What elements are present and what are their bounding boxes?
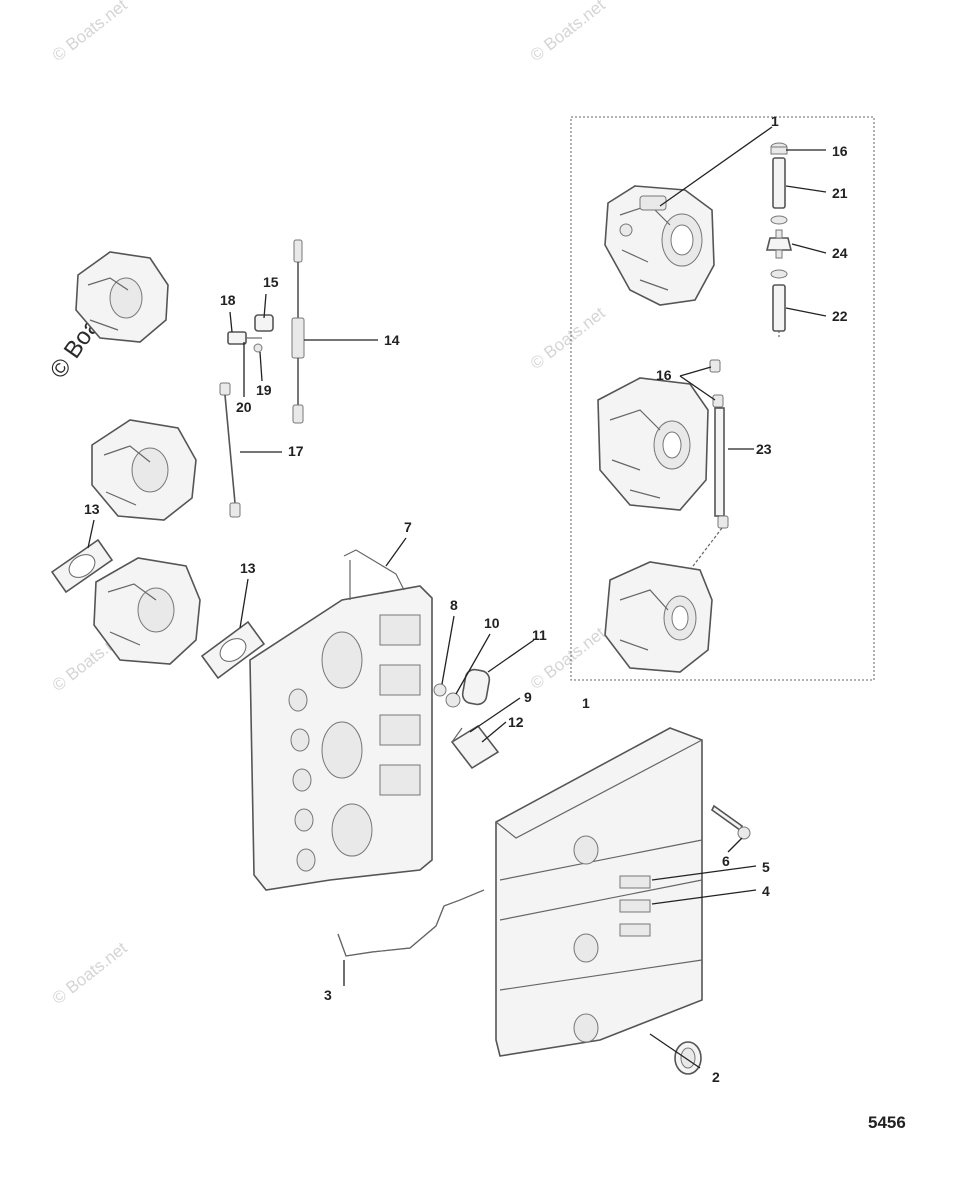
kit-outline-box xyxy=(570,116,875,681)
callout-15: 15 xyxy=(263,274,279,290)
watermark-1: © Boats.net xyxy=(49,0,131,65)
callout-1-bottom: 1 xyxy=(582,695,590,711)
callout-3: 3 xyxy=(324,987,332,1003)
callout-11: 11 xyxy=(532,627,547,643)
callout-14: 14 xyxy=(384,332,400,348)
gasket-13-right xyxy=(200,620,266,680)
watermark-4: © Boats.net xyxy=(527,303,609,373)
carburetor-kit-bottom xyxy=(604,561,713,673)
callout-24: 24 xyxy=(832,245,848,261)
watermark-7: © Boats.net xyxy=(49,938,131,1008)
callout-8: 8 xyxy=(450,597,458,613)
carburetor-left-top xyxy=(75,251,169,343)
carburetor-kit-middle xyxy=(597,377,709,511)
fuel-hose-parts xyxy=(765,142,793,338)
callout-22: 22 xyxy=(832,308,848,324)
callout-19: 19 xyxy=(256,382,272,398)
callout-5: 5 xyxy=(762,859,770,875)
drain-plug-2 xyxy=(674,1041,702,1075)
manifold-ports xyxy=(288,688,316,872)
carburetor-left-bottom xyxy=(93,557,201,665)
cover-screw-6 xyxy=(710,804,751,840)
diagram-number: 5456 xyxy=(868,1113,906,1132)
intake-manifold xyxy=(249,549,433,891)
callout-labels: 1 16 21 24 22 16 23 1 15 18 14 19 20 17 … xyxy=(84,113,848,1085)
callout-2: 2 xyxy=(712,1069,720,1085)
fuel-line-3 xyxy=(337,889,485,957)
callout-7: 7 xyxy=(404,519,412,535)
check-valve-parts xyxy=(433,668,500,770)
callout-21: 21 xyxy=(832,185,848,201)
vent-hose-23 xyxy=(689,359,729,571)
linkage-parts xyxy=(219,239,305,518)
carburetor-kit-top xyxy=(604,185,715,306)
callout-13-left: 13 xyxy=(84,501,100,517)
callout-13-right: 13 xyxy=(240,560,256,576)
leader-lines xyxy=(87,126,827,1069)
callout-12: 12 xyxy=(508,714,524,730)
manifold-cover xyxy=(495,727,703,1057)
callout-18: 18 xyxy=(220,292,236,308)
carburetor-left-middle xyxy=(91,419,197,521)
callout-6: 6 xyxy=(722,853,730,869)
callout-9: 9 xyxy=(524,689,532,705)
callout-10: 10 xyxy=(484,615,500,631)
callout-16-top: 16 xyxy=(832,143,848,159)
watermark-2: © Boats.net xyxy=(527,0,609,65)
callout-4: 4 xyxy=(762,883,770,899)
callout-1-top: 1 xyxy=(771,113,779,129)
callout-16-mid: 16 xyxy=(656,367,672,383)
manifold-reed-blocks xyxy=(379,614,421,796)
callout-17: 17 xyxy=(288,443,304,459)
callout-20: 20 xyxy=(236,399,252,415)
callout-23: 23 xyxy=(756,441,772,457)
gasket-13-left xyxy=(50,538,114,594)
